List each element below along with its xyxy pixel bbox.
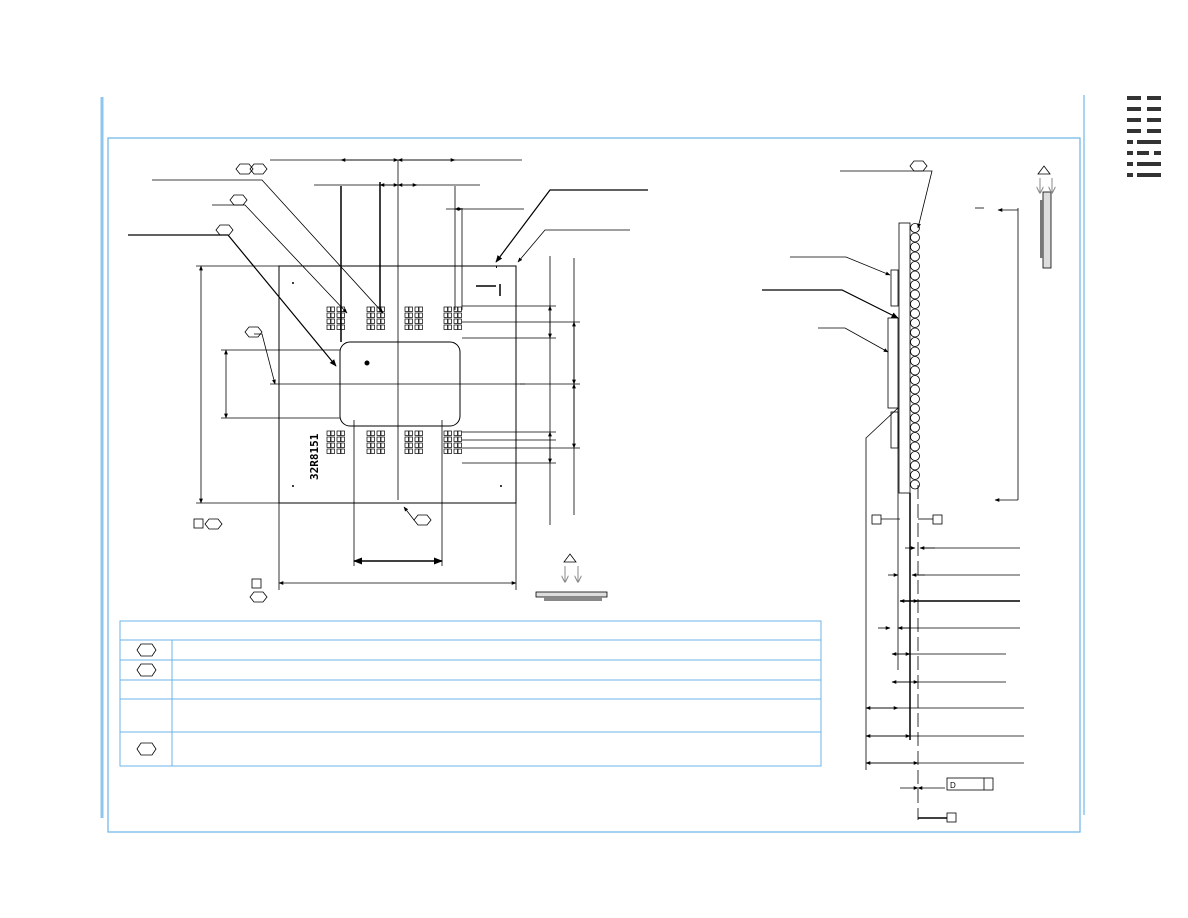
solder-ball (910, 394, 920, 404)
feature-control-frame (946, 777, 994, 791)
datum-box (871, 514, 882, 525)
solder-ball (910, 251, 920, 262)
solder-ball (910, 289, 920, 300)
solder-ball (910, 308, 920, 319)
side-view (762, 170, 1024, 820)
legend-table (119, 620, 822, 767)
capacitor-pad-group (404, 306, 423, 330)
top-dimensions (196, 158, 580, 590)
datum-box (946, 812, 957, 823)
solder-ball (910, 337, 920, 347)
datum-boxes (193, 514, 957, 823)
package-perspective-icon (535, 553, 608, 601)
solder-ball (910, 280, 920, 290)
capacitor-pad-group (404, 430, 423, 454)
solder-ball (910, 460, 920, 471)
capacitor-pad-group (443, 306, 462, 330)
solder-ball (910, 403, 920, 414)
capacitor-pad-group (326, 430, 345, 454)
solder-ball (910, 232, 920, 243)
side-perspective-icon (1038, 165, 1052, 269)
solder-ball (910, 299, 920, 309)
solder-ball (910, 375, 920, 385)
solder-ball (910, 432, 920, 442)
hexagon-callout-icon (136, 663, 157, 677)
solder-ball (910, 327, 920, 338)
capacitor-pad-group (326, 306, 345, 330)
capacitor-pad-group (366, 306, 385, 330)
hexagon-callout-icon (136, 742, 157, 756)
solder-ball (910, 270, 920, 281)
ibm-striped-logo-icon (1127, 96, 1161, 180)
legend-row (136, 643, 157, 657)
solder-ball (910, 346, 920, 357)
legend-row (136, 742, 157, 756)
solder-ball (910, 318, 920, 328)
solder-ball (910, 384, 920, 395)
legend-rows (136, 643, 157, 756)
solder-ball (910, 242, 920, 252)
datum-box (193, 518, 204, 529)
capacitor-pad-array (326, 306, 462, 454)
datum-box (251, 578, 262, 589)
capacitor-pad-group (366, 430, 385, 454)
solder-ball (910, 470, 920, 480)
solder-ball (910, 451, 920, 461)
part-number-mark: 32R8151 (308, 433, 321, 480)
solder-ball (910, 441, 920, 452)
hexagon-callout-icon (136, 643, 157, 657)
solder-ball (910, 479, 920, 490)
solder-ball (910, 422, 920, 433)
solder-ball-column (910, 223, 920, 490)
top-view (270, 160, 525, 504)
capacitor-pad-group (443, 430, 462, 454)
datum-box (932, 514, 943, 525)
feature-control-label: D (950, 781, 956, 790)
solder-ball (910, 261, 920, 271)
package-outline (278, 265, 517, 504)
top-callouts (128, 160, 928, 603)
solder-ball (910, 413, 920, 423)
page-frame (100, 95, 1085, 833)
solder-ball (910, 365, 920, 376)
solder-ball (910, 356, 920, 366)
legend-row (136, 663, 157, 677)
